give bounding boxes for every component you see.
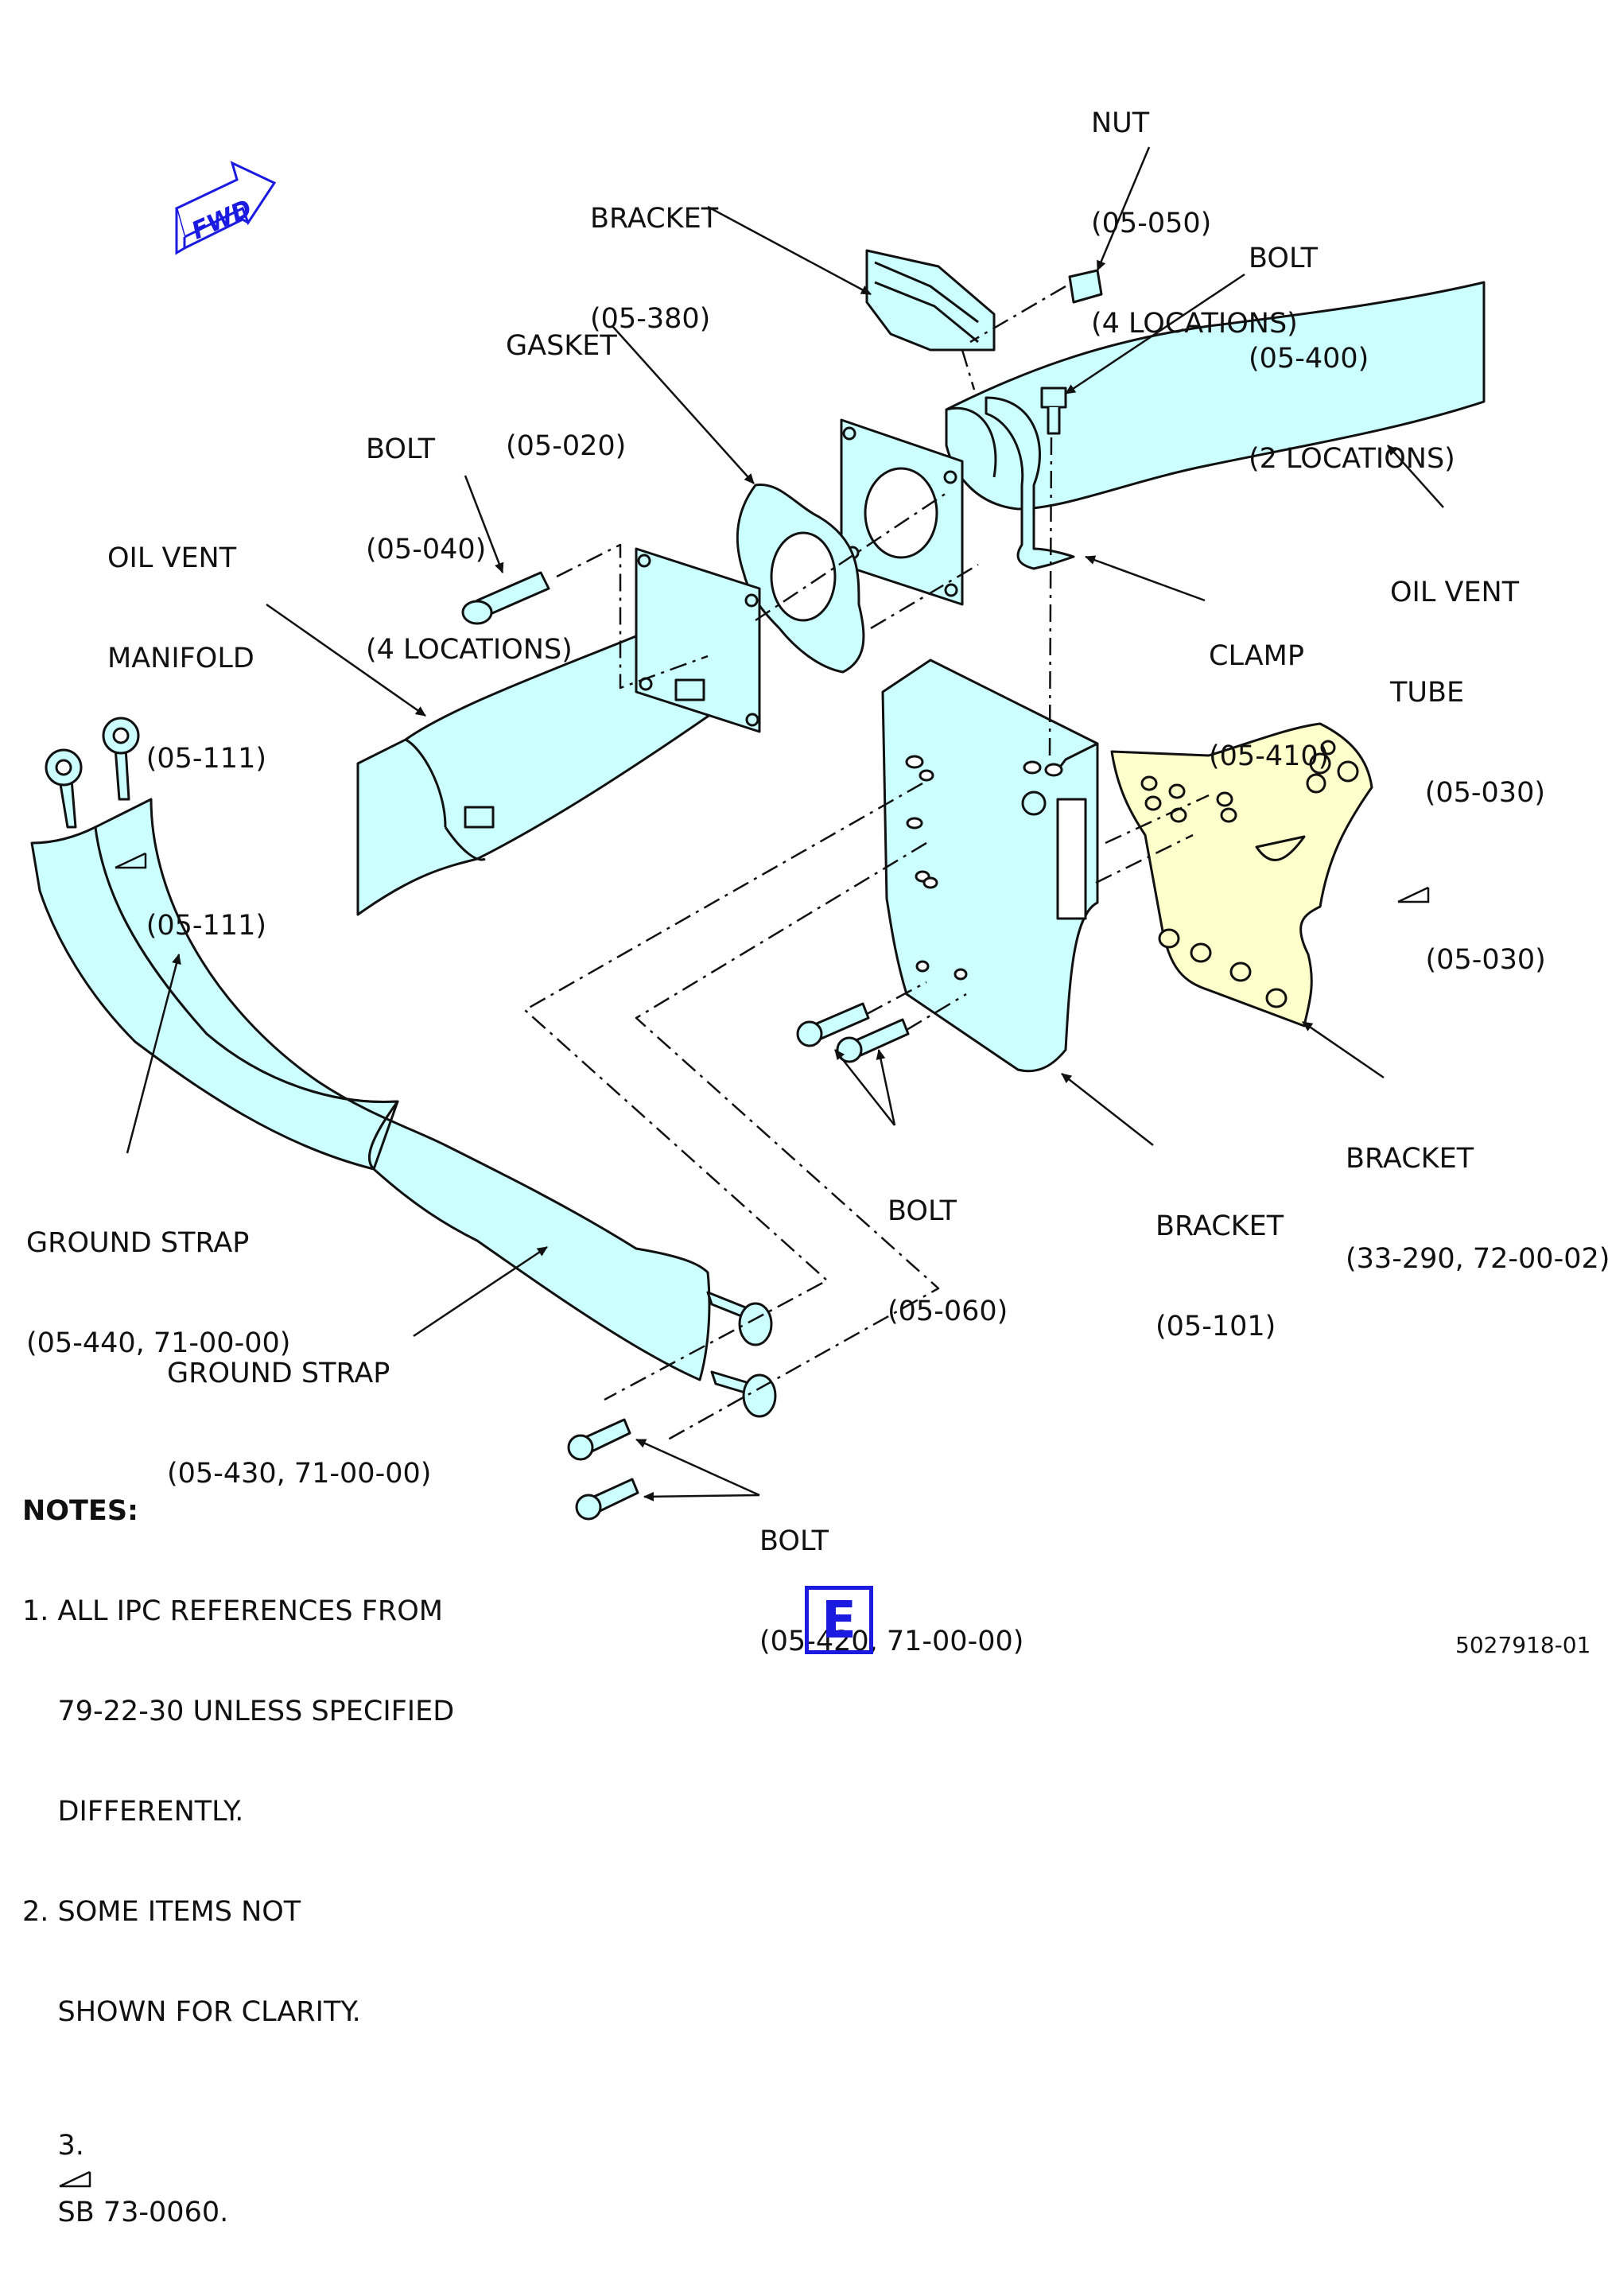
note-line: SHOWN FOR CLARITY. (22, 1996, 361, 2028)
exploded-view-illustration: FWD (30, 146, 1486, 1521)
bracket-380-shape (865, 249, 996, 352)
notes-heading: NOTES: (22, 1495, 139, 1527)
callout-clamp-410: CLAMP (05-410) (1209, 640, 1330, 772)
callout-bolt-040: BOLT (05-040) (4 LOCATIONS) (366, 433, 573, 666)
bracket-101-shape (881, 658, 1099, 1073)
callout-ground-strap-430: GROUND STRAP (05-430, 71-00-00) (167, 1358, 432, 1490)
note-line-3: 3. SB 73-0060. (57, 2130, 229, 2228)
nut-050-shape (1068, 269, 1103, 304)
note-line: DIFFERENTLY. (22, 1796, 244, 1828)
bolt-400-shape (1040, 387, 1067, 409)
callout-bolt-420: BOLT (05-420, 71-00-00) (759, 1525, 1024, 1657)
clamp-shape (985, 396, 1075, 570)
drawing-number: 5027918-01 (1455, 1632, 1591, 1658)
callout-oil-vent-manifold: OIL VENT MANIFOLD (05-111) (05-111) (107, 542, 266, 942)
ground-strap-440-lug (58, 778, 77, 829)
callout-bolt-400: BOLT (05-400) (2 LOCATIONS) (1249, 243, 1455, 475)
sb-note-triangle-icon (1397, 886, 1430, 903)
notes-block: NOTES: 1. ALL IPC REFERENCES FROM 79-22-… (22, 1428, 454, 2296)
oil-vent-tube-shape (945, 281, 1486, 511)
note-line: 2. SOME ITEMS NOT (22, 1896, 301, 1928)
callout-nut-050: NUT (05-050) (4 LOCATIONS) (1091, 107, 1298, 340)
note-line: 79-22-30 UNLESS SPECIFIED (22, 1696, 455, 1727)
sb-note-triangle-icon (58, 2170, 91, 2188)
callout-bolt-060: BOLT (05-060) (888, 1195, 1008, 1327)
callout-oil-vent-tube: OIL VENT TUBE (05-030) (05-030) (1390, 577, 1546, 976)
note-line: 1. ALL IPC REFERENCES FROM (22, 1595, 443, 1627)
callout-bracket-33290: BRACKET (33-290, 72-00-02) (1346, 1143, 1608, 1275)
callout-gasket-020: GASKET (05-020) (506, 330, 627, 462)
fwd-arrow-icon: FWD (175, 161, 277, 255)
callout-bracket-101: BRACKET (05-101) (1156, 1210, 1284, 1342)
callout-ground-strap-440: GROUND STRAP (05-440, 71-00-00) (26, 1227, 291, 1359)
manifold-flange-shape (635, 547, 761, 733)
view-identifier-box: E (805, 1586, 873, 1654)
sb-note-triangle-icon (115, 852, 147, 869)
callout-bracket-380: BRACKET (05-380) (590, 203, 719, 335)
ground-strap-430-shape (94, 798, 711, 1381)
